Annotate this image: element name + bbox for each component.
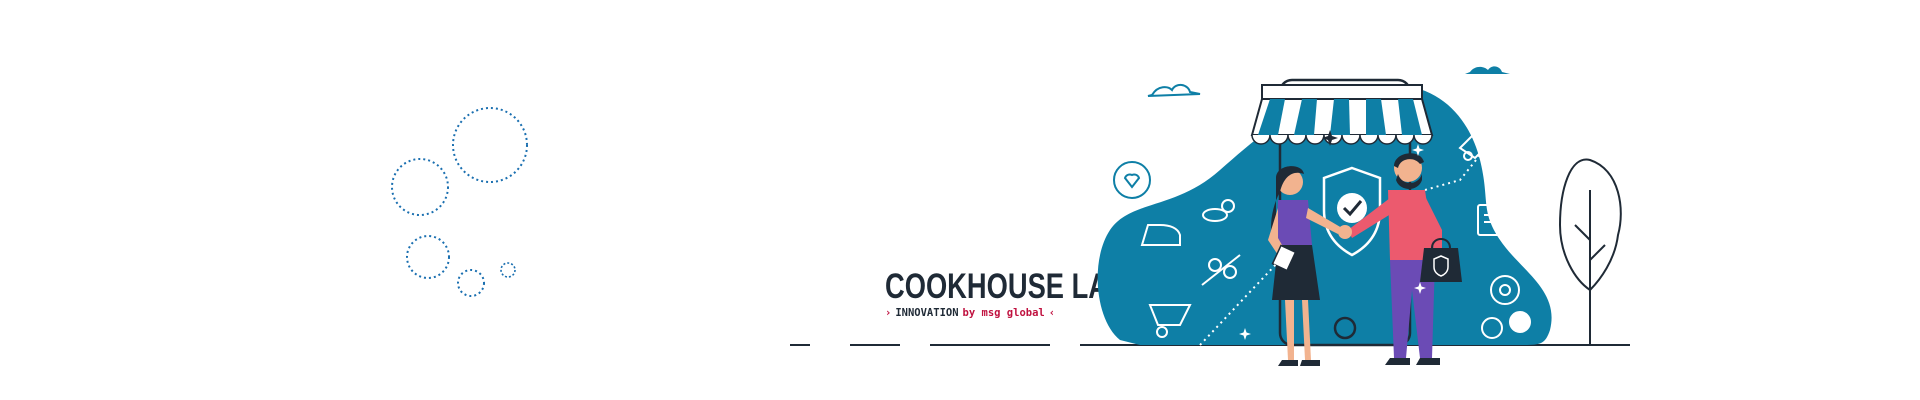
tree-icon [1558, 158, 1622, 345]
tagline-main: INNOVATION [895, 307, 959, 319]
bubble-small [406, 235, 450, 279]
tagline-by: by msg global [962, 307, 1045, 319]
bubble-large [452, 107, 528, 183]
bubble-dot [500, 262, 516, 278]
dotted-bubbles-decoration [391, 107, 528, 297]
cloud-icon [1147, 84, 1201, 97]
iron-icon [1140, 224, 1181, 246]
tagline-right-chevron: ‹ [1048, 307, 1056, 319]
shopping-bag-icon [1420, 238, 1462, 282]
sparkle-icons [1239, 130, 1426, 340]
cloud-icon [1465, 66, 1510, 74]
awning-icon [1250, 84, 1434, 145]
scissors-comb-icon [1201, 254, 1241, 286]
heart-speech-icon [1113, 161, 1151, 199]
car-icon [1458, 126, 1497, 161]
gear-icon [1481, 275, 1531, 339]
bubble-tiny [457, 269, 485, 297]
bubble-medium [391, 158, 449, 216]
brand-tagline: › INNOVATION by msg global ‹ [885, 307, 1055, 319]
brand-title: COOKHOUSE LABS [885, 267, 1146, 306]
tagline-left-chevron: › [885, 307, 892, 319]
tablet-icon [1271, 244, 1297, 272]
document-icon [1477, 204, 1503, 236]
wheelbarrow-icon [1148, 304, 1192, 338]
man-figure [1348, 153, 1462, 365]
shop-handshake-illustration [1097, 66, 1622, 366]
cookhouse-labs-logo[interactable]: COOKHOUSE LABS › INNOVATION by msg globa… [885, 267, 1146, 319]
balloon-dog-icon [1202, 199, 1235, 222]
woman-figure [1268, 166, 1342, 366]
